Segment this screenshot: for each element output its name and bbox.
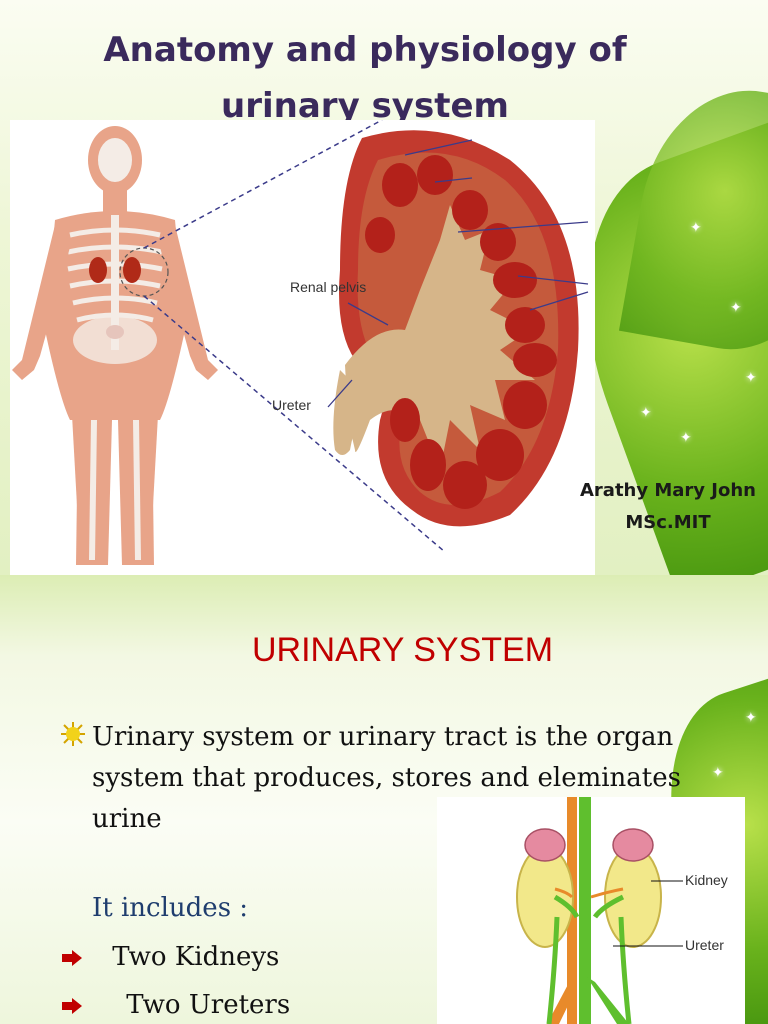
kidney-cross-section: Renal pelvis Ureter [272, 130, 589, 527]
author-name: Arathy Mary John [579, 480, 756, 501]
slide-title: Anatomy and physiology of urinary system [20, 22, 710, 134]
title-line-1: Anatomy and physiology of [103, 30, 627, 70]
ureter-label: Ureter [272, 397, 311, 413]
list-item-label: Two Kidneys [112, 942, 280, 972]
sparkle-icon: ✦ [712, 765, 724, 781]
human-skeleton-figure [12, 126, 218, 565]
kidney-label: Kidney [685, 872, 728, 888]
list-item: Two Kidneys [60, 942, 279, 972]
anatomy-illustration: Renal pelvis Ureter [12, 119, 595, 565]
ureter-label: Ureter [685, 937, 724, 953]
sparkle-icon: ✦ [730, 300, 742, 316]
definition-text: Urinary system or urinary tract is the o… [92, 722, 681, 834]
red-arrow-icon [62, 950, 82, 966]
urinary-diagram: Kidney Ureter [516, 797, 728, 1024]
urinary-diagram-panel: Kidney Ureter [437, 797, 745, 1024]
sparkle-icon: ✦ [680, 430, 692, 446]
list-item-label: Two Ureters [126, 990, 291, 1020]
sparkle-icon: ✦ [690, 220, 702, 236]
sparkle-icon: ✦ [640, 405, 652, 421]
list-item: Two Ureters [60, 990, 290, 1020]
content-slide: ✦ ✦ URINARY SYSTEM Urinary system or uri… [0, 575, 768, 1024]
title-slide: ✦ ✦ ✦ ✦ ✦ Anatomy and physiology of urin… [0, 0, 768, 575]
title-line-2: urinary system [221, 86, 509, 126]
author-block: Arathy Mary John MSc.MIT [568, 475, 768, 539]
anatomy-illustration-panel: Renal pelvis Ureter [10, 119, 595, 575]
includes-heading: It includes : [92, 893, 249, 923]
sun-bullet-icon [61, 722, 85, 746]
red-arrow-icon [62, 998, 82, 1014]
sparkle-icon: ✦ [745, 370, 757, 386]
slide-title: URINARY SYSTEM [252, 631, 554, 669]
author-degree: MSc.MIT [625, 512, 711, 533]
sparkle-icon: ✦ [745, 710, 757, 726]
renal-pelvis-label: Renal pelvis [290, 279, 366, 295]
